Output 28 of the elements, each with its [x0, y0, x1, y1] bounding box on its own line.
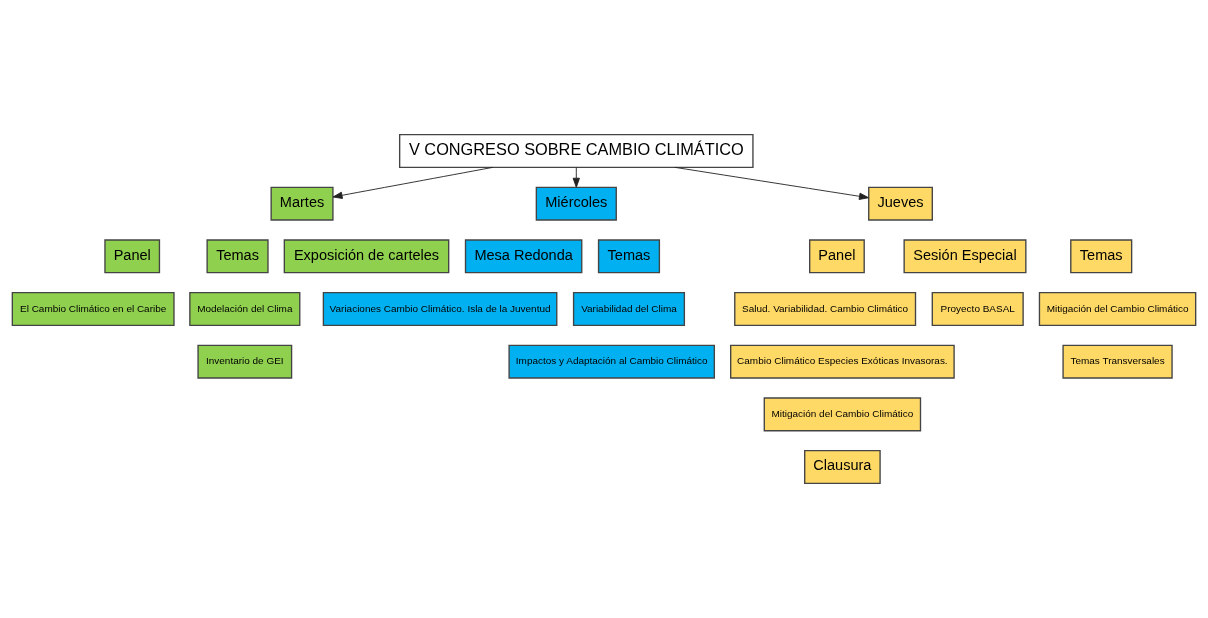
- node-box: Mesa Redonda: [464, 239, 583, 274]
- node-box: Temas: [206, 239, 269, 274]
- node-box: V CONGRESO SOBRE CAMBIO CLIMÁTICO: [399, 133, 754, 168]
- node-box: Modelación del Clima: [189, 291, 301, 327]
- node-box: Exposición de carteles: [283, 239, 450, 274]
- arrow: [332, 166, 494, 199]
- node-box: Miércoles: [535, 186, 617, 221]
- node-box: Temas: [1070, 239, 1133, 274]
- node-box: Impactos y Adaptación al Cambio Climático: [508, 344, 715, 379]
- node-box: Variabilidad del Clima: [572, 291, 686, 327]
- node-box: Martes: [270, 186, 334, 221]
- node-box: Mitigación del Cambio Climático: [1038, 291, 1197, 327]
- node-box: Mitigación del Cambio Climático: [763, 397, 922, 432]
- node-box: Jueves: [868, 186, 933, 221]
- node-box: Clausura: [804, 450, 881, 485]
- node-box: Sesión Especial: [903, 239, 1027, 274]
- node-box: Inventario de GEI: [197, 344, 293, 379]
- node-box: Variaciones Cambio Climático. Isla de la Juventud: [322, 291, 558, 327]
- node-box: Salud. Variabilidad. Cambio Climático: [734, 291, 917, 327]
- node-box: Proyecto BASAL: [931, 291, 1024, 327]
- node-box: Temas: [597, 239, 661, 274]
- arrow: [572, 166, 580, 188]
- node-box: El Cambio Climático en el Caribe: [11, 291, 175, 327]
- node-box: Temas Transversales: [1062, 344, 1173, 379]
- node-box: Panel: [104, 239, 161, 274]
- arrow: [674, 166, 869, 200]
- node-box: Cambio Climático Especies Exóticas Invasoras.: [730, 344, 955, 379]
- node-box: Panel: [809, 239, 865, 274]
